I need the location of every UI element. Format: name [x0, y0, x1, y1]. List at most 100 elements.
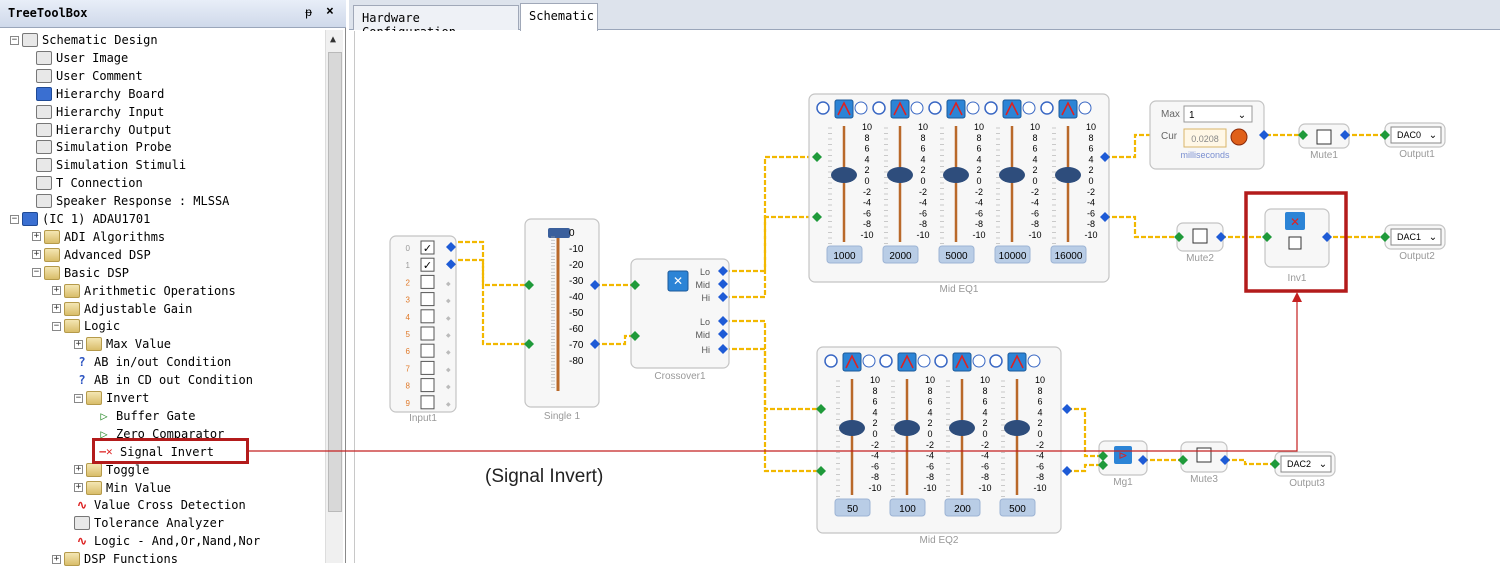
collapse-icon[interactable]: − — [74, 392, 83, 403]
input1-checkbox[interactable] — [420, 240, 435, 255]
mideq1-band-button[interactable] — [882, 245, 919, 264]
input1-checkbox[interactable] — [420, 360, 435, 375]
tree-item-dsp-functions[interactable]: +DSP Functions — [52, 550, 178, 568]
pin-icon[interactable]: ᵽ — [305, 5, 313, 19]
mideq2-band-button[interactable] — [889, 498, 926, 517]
mideq2-slider-knob[interactable] — [839, 420, 865, 436]
mideq1-slider-knob[interactable] — [943, 167, 969, 183]
inv1-toggle[interactable] — [1288, 236, 1302, 250]
tree-item-user-comment[interactable]: User Comment — [36, 67, 143, 85]
mideq2-band-button[interactable] — [999, 498, 1036, 517]
tree-item-simulation-probe[interactable]: Simulation Probe — [36, 138, 172, 156]
output-pin[interactable] — [1220, 455, 1230, 465]
scroll-up-icon[interactable]: ▲ — [330, 34, 337, 45]
expand-icon[interactable]: + — [52, 285, 61, 296]
input-pin[interactable] — [1298, 130, 1308, 140]
input1-checkbox[interactable] — [420, 395, 435, 410]
input-pin[interactable] — [1270, 459, 1280, 469]
expand-icon[interactable]: + — [52, 303, 61, 313]
input-pin[interactable] — [812, 152, 822, 162]
mideq2-power-icon[interactable] — [934, 354, 948, 368]
mideq1-sine-icon[interactable] — [1022, 101, 1036, 115]
tree-item-user-image[interactable]: User Image — [36, 49, 128, 67]
output-pin[interactable] — [446, 242, 456, 252]
tree-item-logic[interactable]: −Logic — [52, 317, 120, 335]
mideq1-slider-knob[interactable] — [999, 167, 1025, 183]
tab-schematic[interactable]: Schematic — [520, 3, 598, 31]
input-pin[interactable] — [524, 280, 534, 290]
input1-checkbox[interactable] — [420, 257, 435, 272]
tree-item-signal-invert[interactable]: —✕Signal Invert — [96, 443, 214, 461]
input1-checkbox[interactable] — [420, 343, 435, 358]
input-pin[interactable] — [1098, 460, 1108, 470]
mideq2-sine-icon[interactable] — [972, 354, 986, 368]
tree-item-ab-in-cd-out-condition[interactable]: ?AB in CD out Condition — [74, 371, 253, 389]
mideq1-power-icon[interactable] — [1040, 101, 1054, 115]
tree-item-tolerance-analyzer[interactable]: Tolerance Analyzer — [74, 514, 224, 532]
output-pin[interactable] — [1340, 130, 1350, 140]
output-pin[interactable] — [1259, 130, 1269, 140]
input-pin[interactable] — [1380, 232, 1390, 242]
single1-block[interactable] — [524, 218, 600, 408]
output3-select[interactable] — [1280, 455, 1332, 473]
tree-item-max-value[interactable]: +Max Value — [74, 335, 171, 353]
tree-item-zero-comparator[interactable]: ▷Zero Comparator — [96, 425, 224, 443]
input-pin[interactable] — [812, 212, 822, 222]
tree-item-value-cross-detection[interactable]: ∿Value Cross Detection — [74, 496, 246, 514]
mideq2-slider-knob[interactable] — [894, 420, 920, 436]
expand-icon[interactable]: + — [52, 553, 61, 564]
tree-item-logic-and-or-nand-nor[interactable]: ∿Logic - And,Or,Nand,Nor — [74, 532, 260, 550]
mute2-toggle[interactable] — [1192, 228, 1208, 244]
close-icon[interactable]: × — [326, 4, 334, 19]
mideq1-sine-icon[interactable] — [966, 101, 980, 115]
mideq2-sine-icon[interactable] — [1027, 354, 1041, 368]
mideq1-power-icon[interactable] — [928, 101, 942, 115]
mideq2-slider-knob[interactable] — [949, 420, 975, 436]
collapse-icon[interactable]: − — [10, 213, 19, 224]
input1-checkbox[interactable] — [420, 309, 435, 324]
tree-item-buffer-gate[interactable]: ▷Buffer Gate — [96, 407, 195, 425]
mideq2-power-icon[interactable] — [824, 354, 838, 368]
mideq2-sine-icon[interactable] — [917, 354, 931, 368]
output-pin[interactable] — [718, 266, 728, 276]
tree-item-schematic-design[interactable]: −Schematic Design — [10, 31, 158, 49]
input-pin[interactable] — [816, 466, 826, 476]
mideq2-band-button[interactable] — [944, 498, 981, 517]
tree-item-toggle[interactable]: +Toggle — [74, 461, 149, 479]
input1-checkbox[interactable] — [420, 274, 435, 289]
tree-item-advanced-dsp[interactable]: +Advanced DSP — [32, 246, 151, 264]
tree-item-hierarchy-board[interactable]: Hierarchy Board — [36, 85, 164, 103]
mideq1-sine-icon[interactable] — [854, 101, 868, 115]
input1-checkbox[interactable] — [420, 378, 435, 393]
tree-item-arithmetic-operations[interactable]: +Arithmetic Operations — [52, 282, 236, 300]
mideq1-band-button[interactable] — [938, 245, 975, 264]
expand-icon[interactable]: + — [74, 482, 83, 492]
output-pin[interactable] — [718, 279, 728, 289]
delay-knob-icon[interactable] — [1230, 128, 1248, 146]
output2-select[interactable] — [1390, 228, 1442, 246]
delay-cur-field[interactable] — [1183, 128, 1227, 148]
input-pin[interactable] — [1098, 451, 1108, 461]
output1-select[interactable] — [1390, 126, 1442, 144]
tree-item-t-connection[interactable]: T Connection — [36, 174, 143, 192]
signal-invert-icon[interactable] — [1285, 212, 1305, 230]
tree-item-hierarchy-input[interactable]: Hierarchy Input — [36, 103, 164, 121]
crossover-icon[interactable] — [667, 270, 689, 292]
tree-item-ab-in-out-condition[interactable]: ?AB in/out Condition — [74, 353, 231, 371]
output-pin[interactable] — [446, 259, 456, 270]
mideq1-sine-icon[interactable] — [1078, 101, 1092, 115]
output-pin[interactable] — [1100, 152, 1110, 162]
mideq1-band-button[interactable] — [1050, 245, 1087, 264]
expand-icon[interactable]: + — [32, 249, 41, 260]
output-pin[interactable] — [1062, 404, 1072, 414]
expand-icon[interactable]: + — [32, 231, 41, 242]
mideq1-slider-knob[interactable] — [831, 167, 857, 183]
output-pin[interactable] — [1216, 232, 1226, 242]
collapse-icon[interactable]: − — [52, 320, 61, 331]
mideq1-slider-knob[interactable] — [887, 167, 913, 183]
tree-item-invert[interactable]: −Invert — [74, 389, 149, 407]
scrollbar-thumb[interactable] — [328, 52, 342, 512]
mideq1-sine-icon[interactable] — [910, 101, 924, 115]
tree-item-adjustable-gain[interactable]: +Adjustable Gain — [52, 300, 192, 318]
